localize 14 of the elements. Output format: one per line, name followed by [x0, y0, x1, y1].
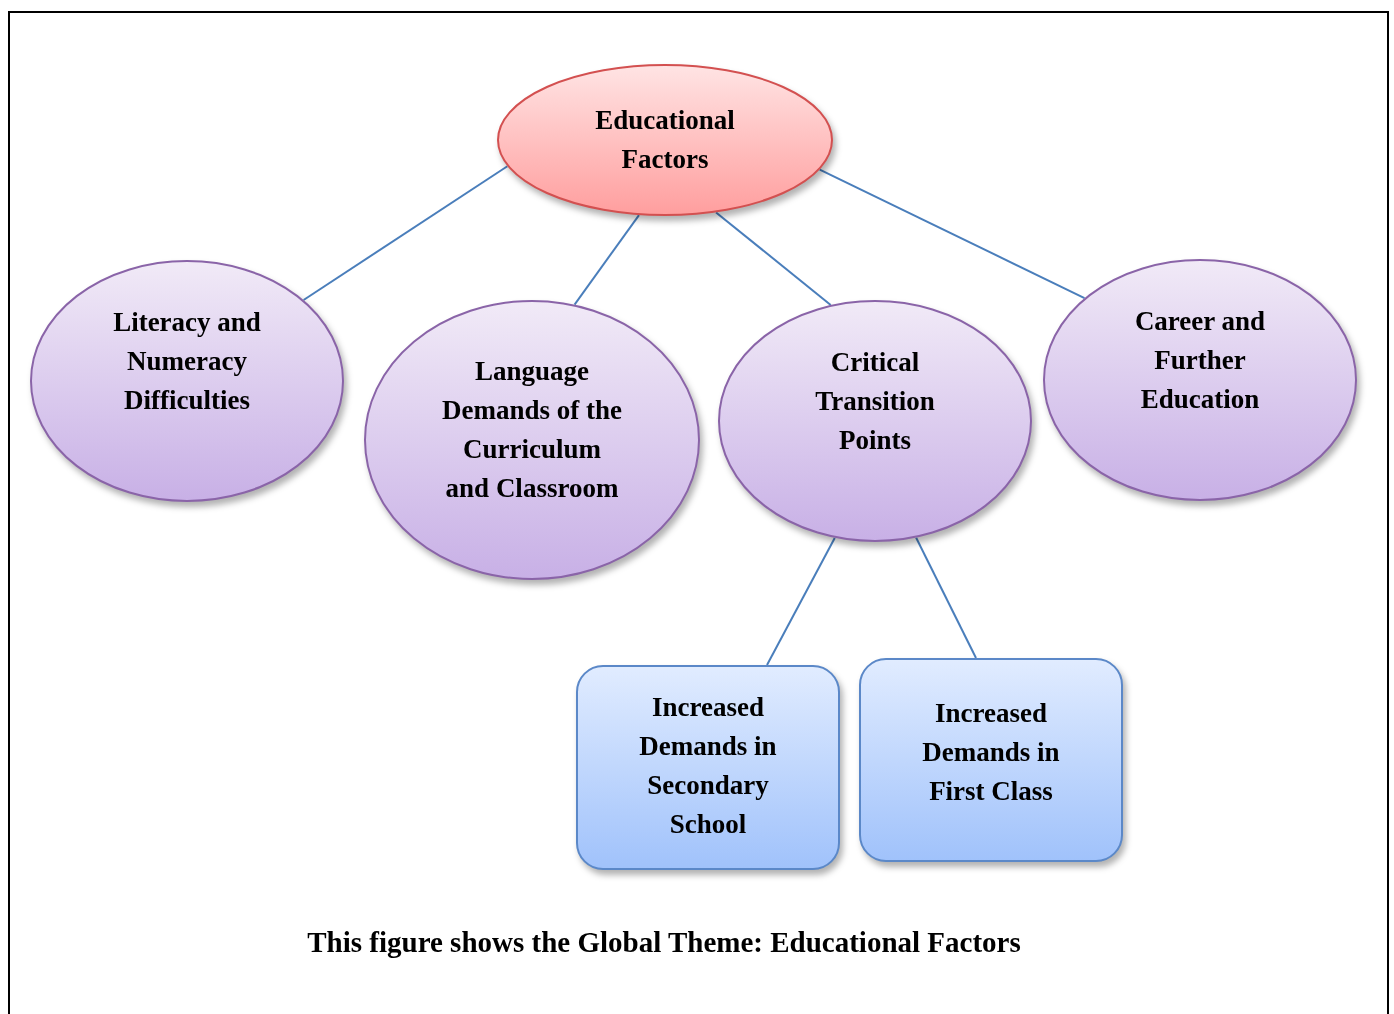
node-label: Literacy and Numeracy Difficulties: [112, 305, 262, 417]
node-label: Critical Transition Points: [814, 345, 936, 457]
node-label: Increased Demands in First Class: [921, 697, 1061, 808]
node-label: Language Demands of the Curriculum and Classroom: [441, 355, 623, 505]
figure-caption: This figure shows the Global Theme: Educational Factors: [307, 926, 1021, 958]
connector-line: [302, 165, 509, 301]
node-label: Educational Factors: [594, 104, 736, 176]
connector-line: [573, 214, 640, 306]
connector-line: [766, 536, 836, 666]
node-label: Career and Further Education: [1133, 304, 1267, 416]
connector-line: [715, 211, 832, 306]
connector-line: [818, 168, 1086, 300]
connector-line: [915, 536, 977, 659]
node-label: Increased Demands in Secondary School: [638, 690, 778, 841]
